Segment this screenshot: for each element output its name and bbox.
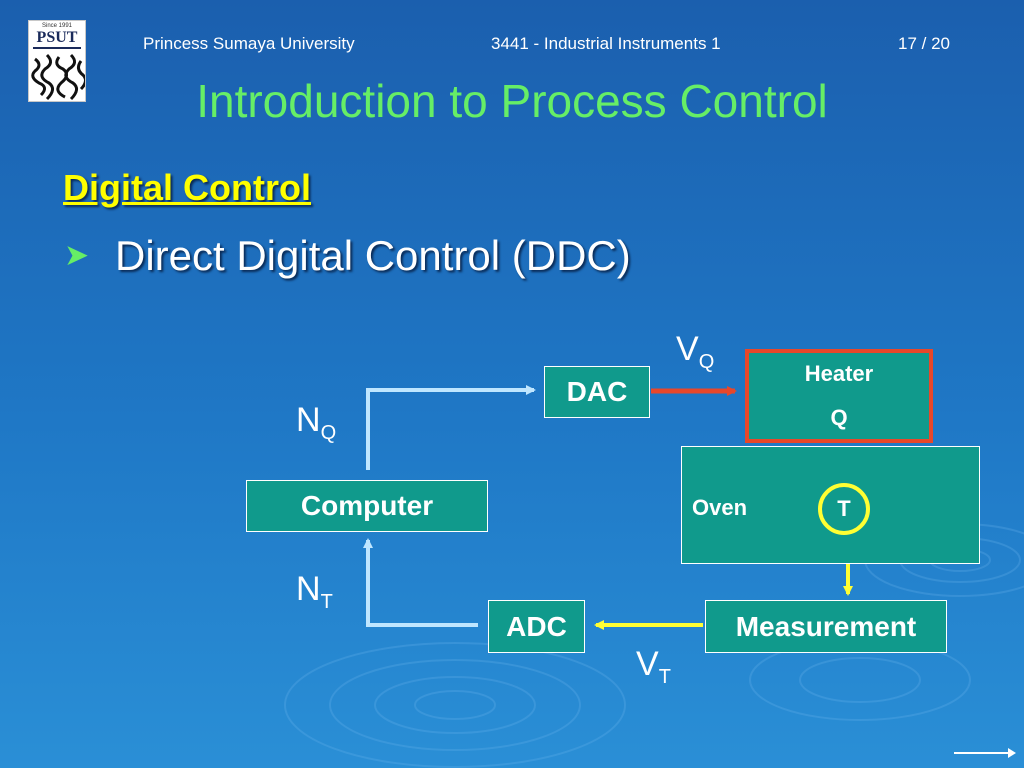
logo-pattern-icon <box>31 53 85 101</box>
temperature-sensor: T <box>818 483 870 535</box>
header-page-number: 17 / 20 <box>898 34 950 53</box>
adc-to-computer-arrow <box>363 538 478 627</box>
sensor-label: T <box>837 496 851 521</box>
logo-caption: Since 1991 <box>41 23 73 29</box>
next-arrow-icon[interactable] <box>952 746 1018 760</box>
slide-title: Introduction to Process Control <box>196 75 828 127</box>
signal-nq: NQ <box>296 401 337 444</box>
oven-box: Oven T <box>681 446 980 564</box>
measurement-box: Measurement <box>705 600 947 653</box>
header-course: 3441 - Industrial Instruments 1 <box>491 34 721 53</box>
computer-to-dac-arrow <box>366 385 536 470</box>
header-organization: Princess Sumaya University <box>143 34 355 53</box>
university-logo: Since 1991 PSUT <box>28 20 86 102</box>
heater-variable: Q <box>830 405 848 430</box>
signal-vq: VQ <box>676 330 715 373</box>
adc-box: ADC <box>488 600 585 653</box>
section-heading: Digital Control <box>63 167 311 208</box>
computer-box: Computer <box>246 480 488 532</box>
bullet-text: Direct Digital Control (DDC) <box>115 232 631 279</box>
signal-vt: VT <box>636 645 671 688</box>
logo-text: PSUT <box>33 29 81 49</box>
oven-label: Oven <box>692 495 748 520</box>
dac-box: DAC <box>544 366 650 418</box>
arrow-bullet-icon: ➤ <box>64 239 90 272</box>
heater-box: Heater Q <box>745 349 933 443</box>
signal-nt: NT <box>296 570 333 613</box>
heater-label: Heater <box>804 361 874 386</box>
